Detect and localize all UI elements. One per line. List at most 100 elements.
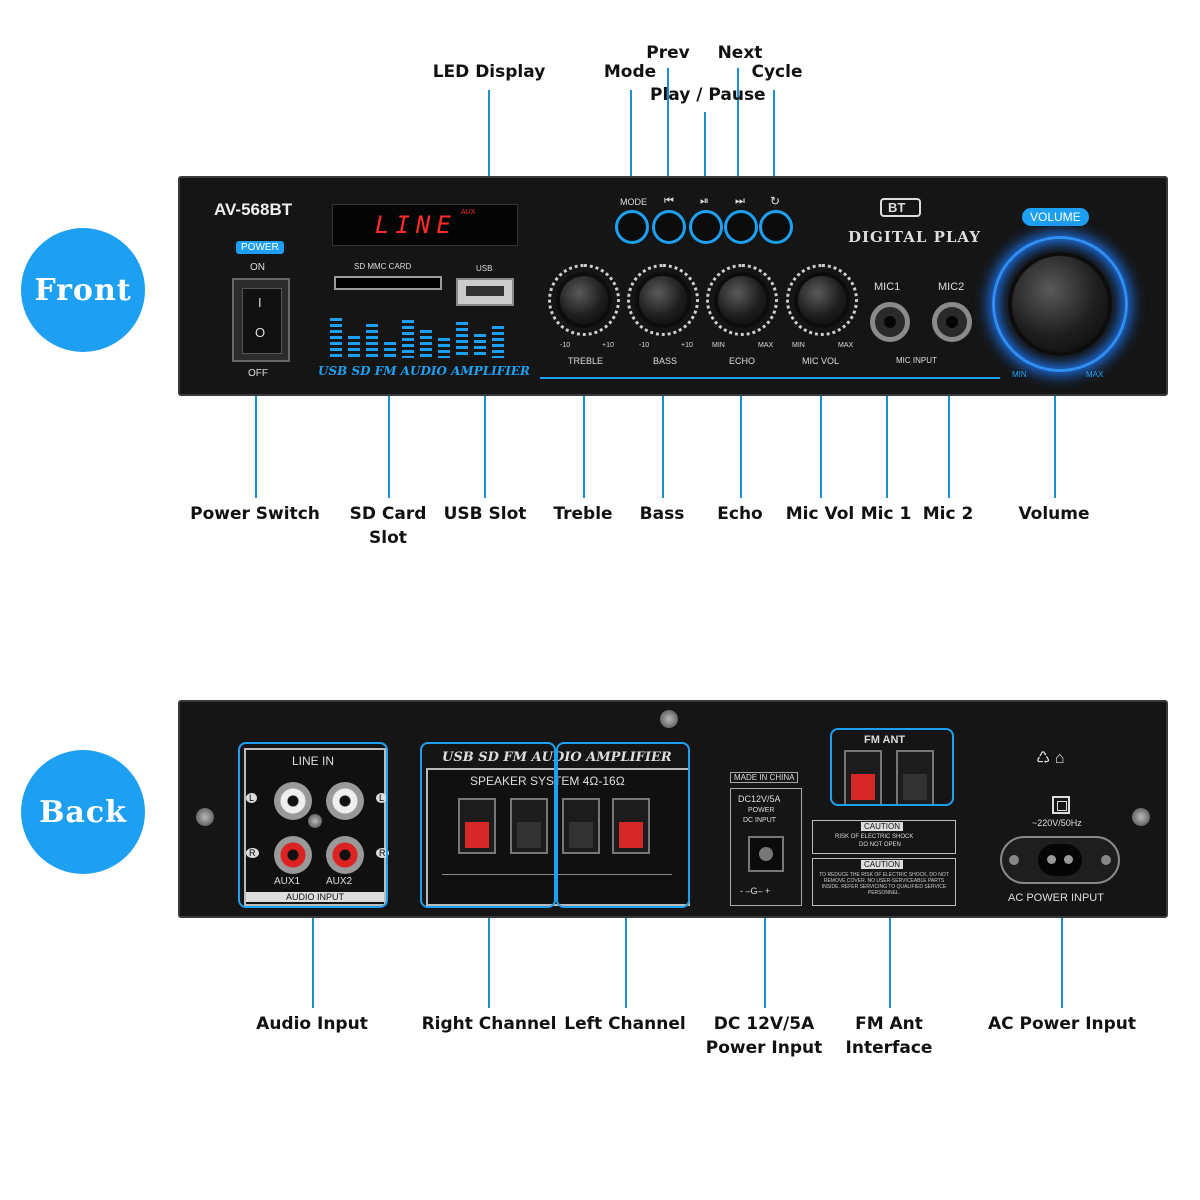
caution-box-2: CAUTION TO REDUCE THE RISK OF ELECTRIC S… — [812, 858, 956, 906]
on-label: ON — [250, 262, 265, 273]
prev-line — [667, 68, 669, 202]
bt-label: BT — [880, 198, 922, 217]
right-screw — [1132, 808, 1150, 826]
treble-label: TREBLE — [568, 356, 604, 366]
top-screw — [660, 710, 678, 728]
volume-label: VOLUME — [1022, 208, 1089, 226]
audio-input-line — [312, 908, 314, 1008]
next-line — [737, 68, 739, 202]
led-display: LINE AUX — [332, 204, 518, 246]
echo-label: ECHO — [729, 356, 756, 366]
treble-callout: Treble — [553, 504, 613, 524]
aux2-left-jack[interactable] — [326, 782, 364, 820]
mic2-line — [948, 330, 950, 498]
disposal-icon: ♺ ⌂ — [1036, 750, 1065, 767]
volume-knob[interactable] — [1012, 256, 1108, 352]
mic2-callout: Mic 2 — [922, 504, 974, 524]
dc-jack[interactable] — [748, 836, 784, 872]
fm-ant-pos-terminal[interactable] — [844, 750, 882, 806]
mic2-label: MIC2 — [938, 281, 965, 293]
echo-knob[interactable] — [718, 276, 766, 324]
right-channel-highlight — [420, 742, 556, 908]
made-in-label: MADE IN CHINA — [730, 772, 799, 783]
sd-card-slot-callout-line2: Slot — [369, 528, 407, 548]
dc-power-callout-line2: Power Input — [705, 1038, 823, 1058]
next-button-label: ⏭ — [735, 195, 745, 207]
caution1-text1: RISK OF ELECTRIC SHOCK — [835, 834, 914, 840]
audio-input-label: AUDIO INPUT — [246, 892, 384, 902]
ac-label: AC POWER INPUT — [1008, 892, 1104, 904]
front-subtitle: USB SD FM AUDIO AMPLIFIER — [318, 364, 531, 378]
double-insulation-icon — [1052, 796, 1070, 814]
line-in-label: LINE IN — [292, 754, 335, 768]
mode-button[interactable] — [615, 210, 649, 244]
dc-power-line — [764, 845, 766, 1008]
caution2-text: TO REDUCE THE RISK OF ELECTRIC SHOCK, DO… — [819, 872, 949, 896]
usb-label: USB — [476, 264, 493, 273]
power-switch-line — [255, 355, 257, 498]
left-channel-highlight — [556, 742, 690, 908]
play-button-label: ⏯ — [700, 195, 709, 207]
r-mark-right: R — [376, 848, 389, 858]
treble-knob[interactable] — [560, 276, 608, 324]
aux1-right-jack[interactable] — [274, 836, 312, 874]
cycle-callout: Cycle — [751, 62, 803, 82]
echo-min: MIN — [712, 342, 725, 349]
left-pos-terminal[interactable] — [612, 798, 650, 854]
right-pos-terminal[interactable] — [458, 798, 496, 854]
cycle-line — [773, 90, 775, 202]
prev-button[interactable] — [652, 210, 686, 244]
audio-input-callout: Audio Input — [256, 1014, 368, 1034]
treble-dots — [548, 264, 620, 336]
bass-callout: Bass — [639, 504, 685, 524]
l-mark-right: L — [376, 793, 388, 803]
mode-callout: Mode — [603, 62, 657, 82]
ac-socket[interactable] — [1000, 836, 1120, 884]
treble-line — [583, 322, 585, 498]
back-badge: Back — [21, 750, 145, 874]
fm-ant-callout: FM Ant Interface — [840, 1012, 938, 1060]
fm-ant-neg-terminal[interactable] — [896, 750, 934, 806]
play-pause-button[interactable] — [689, 210, 723, 244]
mic2-jack[interactable] — [932, 302, 972, 342]
off-label: OFF — [248, 368, 268, 379]
left-neg-terminal[interactable] — [562, 798, 600, 854]
power-switch-callout: Power Switch — [190, 504, 320, 524]
vol-min: MIN — [1012, 370, 1027, 379]
aux2-right-jack[interactable] — [326, 836, 364, 874]
volume-line — [1054, 345, 1056, 498]
mic-input-label: MIC INPUT — [896, 356, 937, 365]
left-channel-callout: Left Channel — [564, 1014, 686, 1034]
micvol-line — [820, 322, 822, 498]
dc-label3: DC INPUT — [743, 817, 777, 824]
cycle-button[interactable] — [759, 210, 793, 244]
mode-button-label: MODE — [620, 197, 647, 207]
echo-max: MAX — [758, 342, 774, 349]
bass-knob[interactable] — [639, 276, 687, 324]
sd-card-slot-callout-line1: SD Card — [349, 504, 427, 524]
usb-slot[interactable] — [456, 278, 514, 306]
led-display-callout: LED Display — [432, 62, 546, 82]
aux1-left-jack[interactable] — [274, 782, 312, 820]
speaker-system-label: SPEAKER SYSTEM 4Ω-16Ω — [470, 774, 625, 788]
mic1-jack[interactable] — [870, 302, 910, 342]
dc-power-callout: DC 12V/5A Power Input — [700, 1012, 828, 1060]
sd-slot[interactable] — [334, 276, 442, 290]
micvol-knob[interactable] — [798, 276, 846, 324]
bass-label: BASS — [653, 356, 678, 366]
play-pause-line — [704, 112, 706, 202]
r-mark-left: R — [246, 848, 259, 858]
front-badge-label: Front — [34, 272, 132, 308]
power-switch[interactable]: I O — [232, 278, 290, 362]
play-pause-callout: Play / Pause — [650, 85, 766, 105]
equalizer-graphic — [330, 312, 520, 358]
dc-label2: POWER — [748, 807, 775, 814]
right-neg-terminal[interactable] — [510, 798, 548, 854]
digital-play-label: DIGITAL PLAY — [848, 228, 982, 246]
bass-min: -10 — [639, 342, 650, 349]
volume-ring — [992, 236, 1128, 372]
ac-voltage-label: ~220V/50Hz — [1032, 818, 1082, 828]
next-button[interactable] — [724, 210, 758, 244]
mic1-callout: Mic 1 — [860, 504, 912, 524]
aux1-label: AUX1 — [274, 876, 301, 887]
